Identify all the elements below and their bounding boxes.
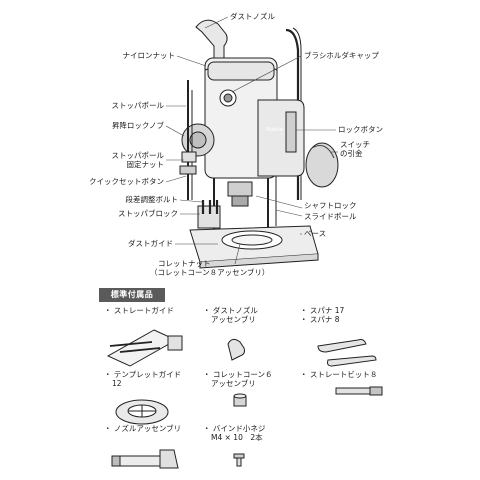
label-stopper-pole-nut-1: ストッパポール bbox=[111, 151, 165, 160]
label-switch-trigger-1: スイッチ bbox=[340, 140, 370, 149]
accessories-header: 標準付属品 bbox=[99, 288, 165, 302]
label-collet-nut-2: （コレットコーン８アッセンブリ） bbox=[150, 268, 270, 277]
dust-nozzle-assy-sketch bbox=[227, 338, 245, 361]
bind-screw-sketch bbox=[233, 453, 245, 467]
label-stopper-pole: ストッパポール bbox=[111, 101, 165, 110]
acc-nozzle-assy: ノズルアッセンブリ bbox=[104, 424, 181, 433]
label-brush-holder-cap: ブラシホルダキャップ bbox=[304, 51, 379, 60]
nozzle-assy-sketch bbox=[111, 449, 179, 469]
leader-lines bbox=[165, 16, 338, 265]
acc-straight-bit: ストレートビット８ bbox=[300, 370, 378, 379]
label-stopper-block: ストッパブロック bbox=[118, 209, 178, 218]
straight-guide-sketch bbox=[106, 329, 183, 367]
straight-bit-sketch bbox=[335, 386, 383, 396]
spanner-sketch bbox=[317, 339, 377, 367]
acc-spanner-8: スパナ 8 bbox=[300, 315, 340, 324]
right-handle bbox=[257, 99, 305, 177]
acc-collet-cone-1: コレットコーン６ bbox=[203, 370, 273, 379]
acc-dust-nozzle-assy-1: ダストノズル bbox=[203, 306, 258, 315]
label-slide-pole: スライドポール bbox=[304, 212, 357, 221]
acc-dust-nozzle-assy-2: アッセンブリ bbox=[211, 315, 256, 324]
dust-nozzle-pipe bbox=[195, 19, 228, 61]
label-dust-guide: ダストガイド bbox=[128, 239, 173, 248]
acc-bind-screw-1: バインド小ネジ bbox=[203, 424, 266, 433]
acc-spanner-17: スパナ 17 bbox=[300, 306, 344, 315]
acc-straight-guide: ストレートガイド bbox=[104, 306, 174, 315]
label-stopper-pole-nut-2: 固定ナット bbox=[126, 160, 165, 169]
right-knob bbox=[305, 142, 339, 188]
hose bbox=[285, 28, 300, 200]
label-nylon-nut: ナイロンナット bbox=[122, 51, 176, 60]
collet-cone-sketch bbox=[233, 393, 247, 407]
label-quick-set-button: クイックセットボタン bbox=[89, 177, 164, 186]
label-switch-trigger-2: の引金 bbox=[340, 149, 363, 158]
label-collet-nut-1: コレットナット bbox=[158, 259, 211, 268]
label-base: ベース bbox=[304, 229, 327, 238]
acc-template-guide-1: テンプレットガイド bbox=[104, 370, 181, 379]
template-guide-sketch bbox=[115, 399, 169, 425]
acc-bind-screw-2: M4 × 10 2本 bbox=[211, 433, 263, 442]
label-lift-lock-knob: 昇降ロックノブ bbox=[111, 121, 164, 130]
label-step-adjust-bolt: 段差調整ボルト bbox=[125, 195, 179, 204]
label-lock-button: ロックボタン bbox=[338, 125, 383, 134]
acc-template-guide-2: 12 bbox=[112, 379, 122, 388]
acc-collet-cone-2: アッセンブリ bbox=[211, 379, 256, 388]
brand-logo: Makita bbox=[266, 127, 283, 133]
label-dust-nozzle: ダストノズル bbox=[230, 12, 275, 21]
label-shaft-lock: シャフトロック bbox=[304, 201, 357, 210]
